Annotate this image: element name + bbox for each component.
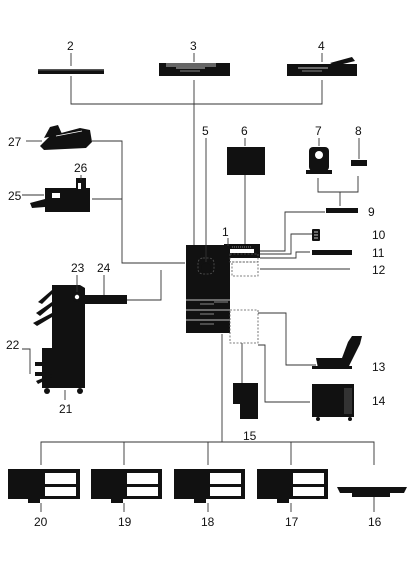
label-5: 5 — [202, 124, 209, 138]
label-6: 6 — [241, 124, 248, 138]
label-24: 24 — [97, 261, 111, 275]
label-12: 12 — [372, 263, 386, 277]
label-20: 20 — [34, 515, 48, 529]
label-16: 16 — [368, 515, 382, 529]
device-24 — [85, 295, 127, 304]
original-cover-device — [38, 69, 104, 74]
label-25: 25 — [8, 189, 22, 203]
connector-lines — [40, 76, 375, 465]
label-26: 26 — [74, 161, 88, 175]
label-14: 14 — [372, 394, 386, 408]
saddle-finisher-device-21 — [33, 285, 85, 394]
label-10: 10 — [372, 228, 386, 242]
device-6 — [227, 147, 265, 175]
label-17: 17 — [285, 515, 299, 529]
document-feeder-device-4 — [287, 57, 357, 76]
large-capacity-unit-14 — [312, 384, 354, 421]
callout-numbers: 2 3 4 27 5 6 7 8 26 25 9 1 10 11 23 24 1… — [6, 39, 386, 529]
document-feeder-device-3 — [159, 63, 230, 76]
label-7: 7 — [315, 124, 322, 138]
label-leaders — [22, 53, 375, 512]
label-11: 11 — [372, 246, 385, 260]
label-13: 13 — [372, 360, 386, 374]
label-27: 27 — [8, 135, 22, 149]
label-15: 15 — [243, 429, 257, 443]
label-18: 18 — [201, 515, 215, 529]
label-21: 21 — [59, 402, 73, 416]
paper-tray-device-13 — [312, 336, 362, 369]
device-9 — [326, 208, 358, 213]
internal-option-outlines — [197, 253, 259, 344]
device-11 — [312, 250, 352, 255]
desk-device-16 — [337, 487, 407, 497]
label-3: 3 — [190, 39, 197, 53]
label-9: 9 — [368, 205, 375, 219]
cabinet-device-20 — [8, 469, 80, 503]
device-10 — [312, 229, 320, 241]
device-15 — [233, 383, 258, 419]
label-4: 4 — [318, 39, 325, 53]
cabinet-device-17 — [257, 469, 328, 503]
label-23: 23 — [71, 261, 85, 275]
finisher-device-25 — [30, 178, 90, 212]
device-8 — [351, 160, 367, 166]
label-8: 8 — [355, 124, 362, 138]
label-2: 2 — [67, 39, 74, 53]
output-tray-device-27 — [40, 125, 92, 150]
cabinet-device-18 — [174, 469, 245, 503]
main-unit — [186, 244, 260, 333]
cabinet-device-19 — [91, 469, 162, 503]
label-19: 19 — [118, 515, 132, 529]
label-22: 22 — [6, 338, 20, 352]
label-1: 1 — [222, 225, 229, 239]
authentication-device-7 — [306, 147, 332, 174]
